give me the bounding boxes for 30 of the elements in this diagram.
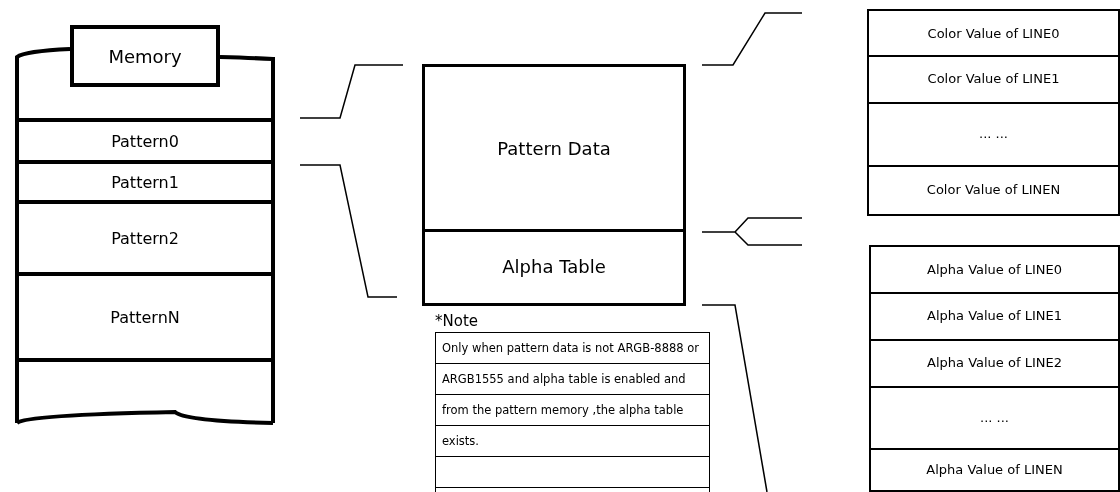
row-label: Pattern1: [111, 172, 179, 192]
memory-stack: [15, 25, 277, 427]
cell-text: Color Value of LINEN: [926, 182, 1061, 197]
data-block: [422, 64, 686, 232]
table-row: [869, 245, 1120, 294]
table-row: [867, 9, 1120, 57]
data-block: [422, 230, 686, 306]
note-text: Only when pattern data is not ARGB-8888 or ARGB1555 and alpha table is enabled and from the pattern memory ,the alpha table exists.: [435, 332, 710, 492]
memory-label: Memory: [70, 25, 220, 87]
table-row: [869, 448, 1120, 492]
table-row: [867, 165, 1120, 216]
row-label: PatternN: [110, 307, 180, 327]
cell-text: Alpha Value of LINE0: [927, 262, 1062, 277]
note-heading: *Note: [435, 312, 478, 330]
table-row: [869, 386, 1120, 450]
table-row: [869, 339, 1120, 388]
row-label: Pattern2: [111, 228, 179, 248]
row-label: Pattern0: [111, 131, 179, 151]
cell-text: Alpha Value of LINE2: [927, 355, 1062, 370]
cell-text: Color Value of LINE1: [927, 71, 1060, 86]
cell-text: ... ...: [980, 409, 1009, 425]
cell-text: Color Value of LINE0: [927, 25, 1060, 41]
table-row: [867, 55, 1120, 104]
cell-text: ... ...: [979, 126, 1008, 141]
table-row: [867, 102, 1120, 167]
cell-text: Alpha Value of LINEN: [926, 461, 1063, 477]
table-row: [869, 292, 1120, 341]
block-label: Alpha Table: [502, 256, 606, 277]
cell-text: Alpha Value of LINE1: [927, 308, 1062, 323]
block-label: Pattern Data: [497, 137, 611, 159]
